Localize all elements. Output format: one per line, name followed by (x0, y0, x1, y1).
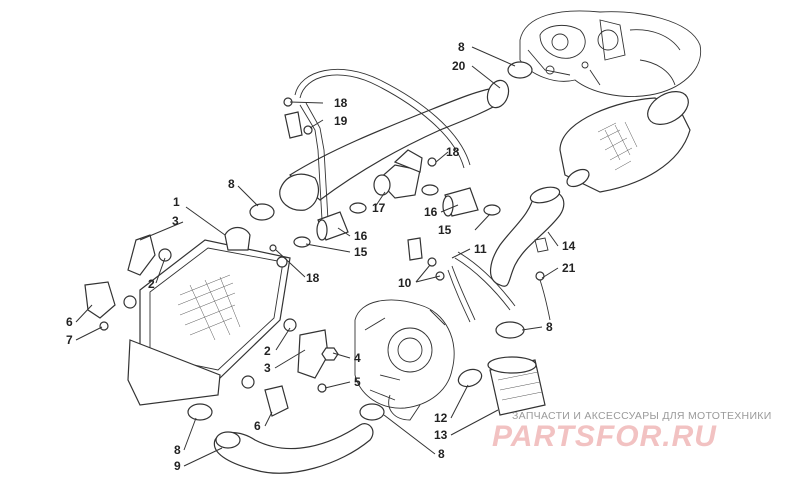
callout-3-top: 3 (172, 214, 179, 228)
turbocharger (354, 299, 455, 421)
callout-17: 17 (372, 201, 386, 215)
watermark-brand: PARTSFOR.RU (492, 420, 717, 453)
engine-assembly (519, 10, 702, 97)
air-filter (559, 91, 691, 193)
callout-8-top: 8 (458, 40, 465, 54)
callout-labels: 1 2 2 3 3 4 5 6 6 7 8 8 8 8 8 9 10 11 12… (66, 40, 576, 473)
callout-10: 10 (398, 276, 412, 290)
hose-16-right (442, 187, 479, 217)
fitting-18-valve (427, 157, 437, 167)
callout-3-bottom: 3 (264, 361, 271, 375)
bracket-6-bottom (264, 385, 289, 417)
clamp-8-bottom-left (187, 403, 213, 421)
callout-18-cooler: 18 (306, 271, 320, 285)
bracket-6-left (84, 281, 116, 319)
fitting-18-cooler (269, 244, 277, 252)
callout-4: 4 (354, 351, 361, 365)
callout-16-left: 16 (354, 229, 368, 243)
callout-12: 12 (434, 411, 448, 425)
callout-13: 13 (434, 428, 448, 442)
callout-15-left: 15 (354, 245, 368, 259)
nut-4 (321, 347, 339, 361)
callout-9: 9 (174, 459, 181, 473)
callout-19: 19 (334, 114, 348, 128)
lower-hose-9 (213, 423, 374, 474)
callout-21: 21 (562, 261, 576, 275)
intercooler-1 (123, 226, 297, 406)
callout-16-right: 16 (424, 205, 438, 219)
clamp-15-mid (349, 202, 367, 214)
bracket-3-top (127, 234, 156, 276)
callout-18-valve: 18 (446, 145, 460, 159)
callout-5: 5 (354, 375, 361, 389)
watermark: ЗАПЧАСТИ И АКСЕССУАРЫ ДЛЯ МОТОТЕХНИКИ PA… (492, 410, 772, 453)
callout-8-cooler: 8 (228, 177, 235, 191)
clamp-15-left (293, 236, 311, 248)
bracket-3-bottom (297, 329, 329, 379)
hose-21 (539, 279, 551, 321)
callout-6-bottom: 6 (254, 419, 261, 433)
callout-8-turbo: 8 (546, 320, 553, 334)
vacuum-hose (294, 68, 471, 169)
callout-2-top: 2 (148, 277, 155, 291)
callout-8-bottom-left: 8 (174, 443, 181, 457)
clamp-12 (457, 368, 483, 388)
callout-18-top: 18 (334, 96, 348, 110)
callout-6-left: 6 (66, 315, 73, 329)
intake-duct (279, 79, 510, 211)
callout-11: 11 (474, 242, 487, 256)
leader-lines (75, 46, 559, 467)
bolt-5 (317, 383, 327, 393)
bolt-7 (99, 321, 109, 331)
clamp-8-cooler-top (249, 203, 275, 221)
callout-8-bottom-right: 8 (438, 447, 445, 461)
callout-15-right: 15 (438, 223, 452, 237)
clamp-15-valve (421, 184, 439, 196)
callout-20: 20 (452, 59, 466, 73)
callout-1: 1 (173, 195, 180, 209)
clamp-8-turbo (495, 321, 525, 339)
clamp-8-bottom-right (359, 403, 385, 421)
clamp-15-right (483, 204, 501, 216)
watermark-tagline: ЗАПЧАСТИ И АКСЕССУАРЫ ДЛЯ МОТОТЕХНИКИ (512, 410, 772, 422)
bypass-valve-17 (373, 149, 423, 199)
callout-2-bottom: 2 (264, 344, 271, 358)
intake-hose-14 (490, 186, 565, 287)
callout-14: 14 (562, 239, 576, 253)
callout-7: 7 (66, 333, 73, 347)
coupler-13 (487, 356, 546, 416)
hose-16-left (316, 211, 349, 241)
